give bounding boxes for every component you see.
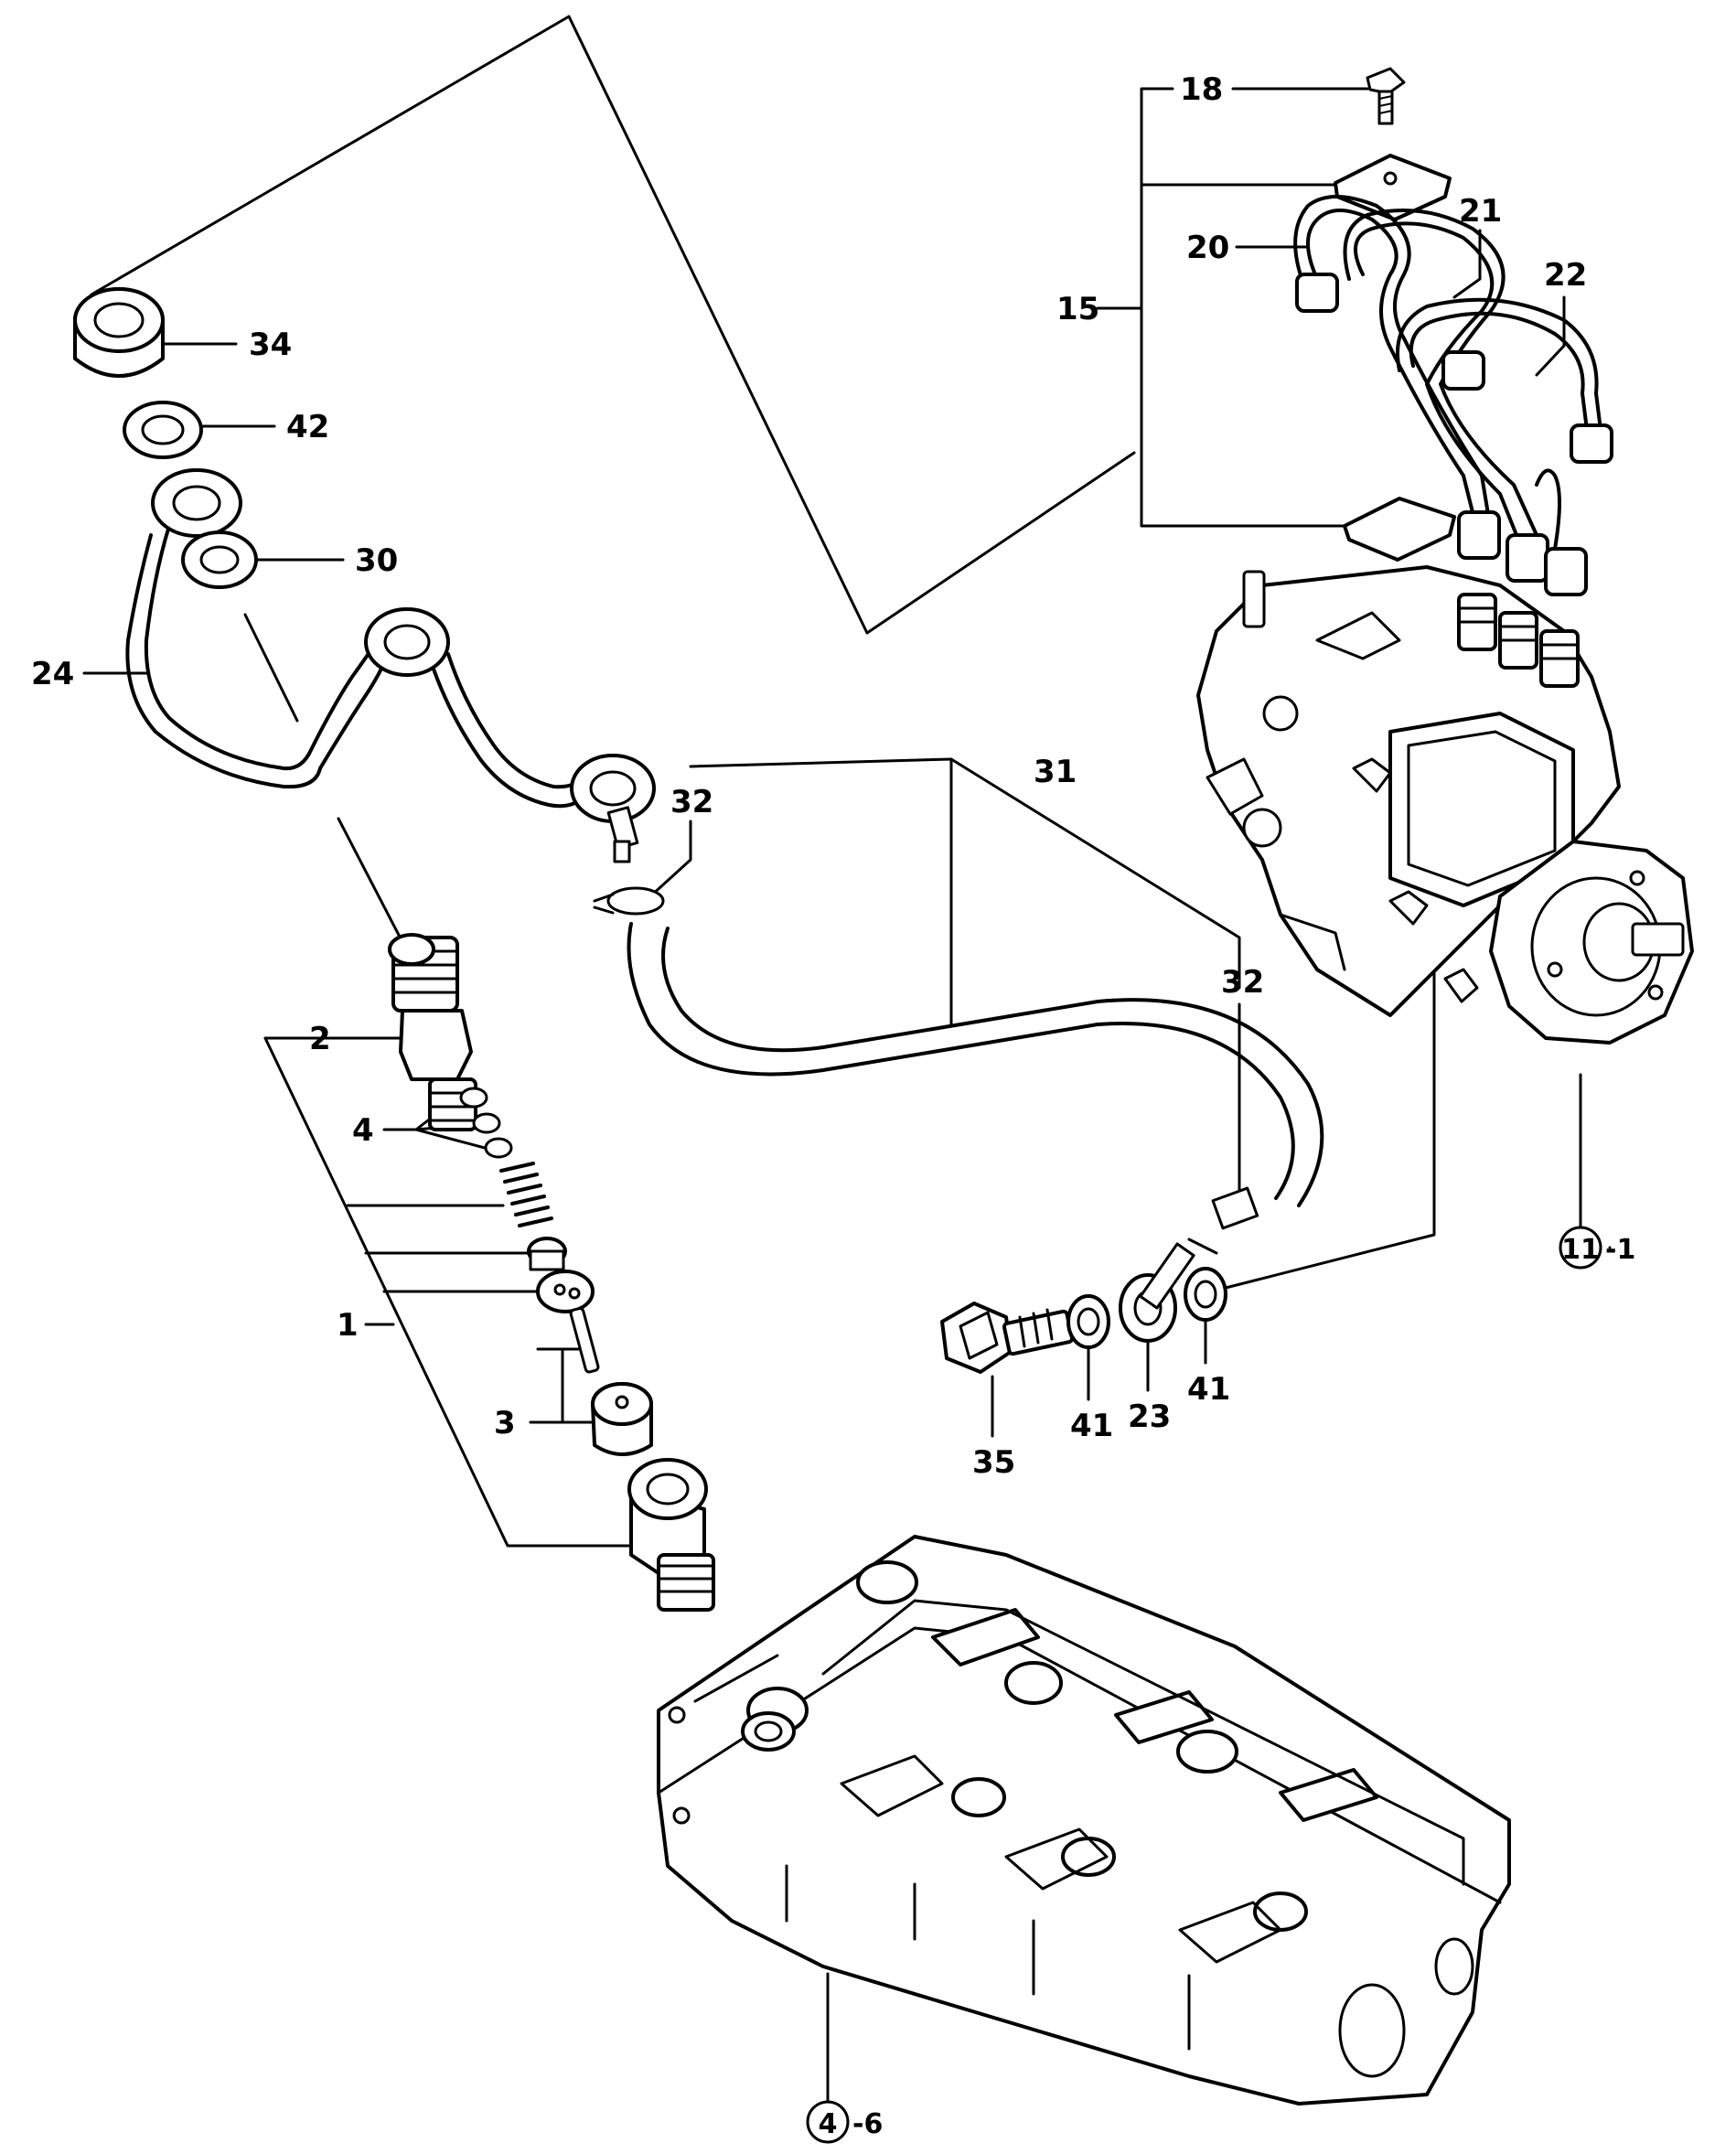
leader-3a	[536, 1347, 564, 1424]
spring-seat	[527, 1237, 567, 1271]
nut-34	[73, 287, 165, 378]
reference-pump-suffix: -1	[1605, 1234, 1635, 1266]
reference-pump-number: 11	[1561, 1234, 1600, 1266]
reference-pump-circle	[1559, 1226, 1602, 1270]
leader-32a	[638, 820, 692, 907]
label-20: 20	[1186, 230, 1229, 266]
leader-4c	[414, 1128, 487, 1150]
label-2: 2	[309, 1021, 331, 1057]
label-32a: 32	[670, 784, 713, 820]
leader-30b	[243, 613, 299, 723]
label-23: 23	[1128, 1398, 1171, 1435]
pipe-clamp	[1334, 154, 1456, 562]
label-35: 35	[972, 1444, 1015, 1481]
label-22: 22	[1544, 257, 1587, 294]
label-41a: 41	[1070, 1408, 1113, 1444]
reference-head: 4 -6	[806, 2100, 883, 2144]
label-15: 15	[1056, 291, 1099, 327]
washer-41b	[1184, 1267, 1227, 1322]
clamp-bolt-18	[1366, 67, 1406, 125]
label-32b: 32	[1221, 964, 1264, 1001]
shims-4	[459, 1087, 513, 1159]
reference-head-suffix: -6	[852, 2108, 883, 2140]
label-3: 3	[494, 1405, 516, 1441]
label-24: 24	[31, 656, 74, 692]
label-21: 21	[1459, 193, 1502, 230]
banjo-bolt-35	[940, 1302, 1075, 1374]
label-34: 34	[249, 327, 292, 363]
part-labels: 34 42 30 24 32 31 32 2 4 1 3 35 41 23 41…	[31, 71, 1587, 1481]
leader-24-down	[337, 817, 404, 944]
retaining-nut	[627, 1458, 715, 1612]
leader-34-frame	[90, 15, 1136, 635]
fuel-pipe-24	[125, 468, 656, 863]
leader-21	[1452, 229, 1482, 299]
reference-head-circle	[806, 2100, 850, 2144]
fuel-hose-31	[593, 886, 1324, 1230]
label-42: 42	[286, 409, 329, 445]
leader-22	[1535, 295, 1566, 377]
label-30: 30	[355, 542, 398, 579]
washer-30	[181, 530, 258, 589]
washer-42	[123, 401, 203, 459]
leader-31	[689, 757, 1241, 990]
cylinder-head	[657, 1535, 1511, 2106]
reference-head-number: 4	[819, 2108, 838, 2140]
nozzle-3	[569, 1307, 653, 1456]
label-18: 18	[1180, 71, 1223, 108]
injection-pipes-20-21-22	[1293, 195, 1613, 596]
label-1: 1	[337, 1307, 359, 1344]
label-41b: 41	[1187, 1371, 1230, 1408]
label-31: 31	[1034, 754, 1077, 790]
spring	[499, 1162, 553, 1227]
reference-pump: 11 -1	[1559, 1226, 1635, 1270]
injection-pump	[1196, 565, 1694, 1045]
banjo-23	[1119, 1238, 1218, 1343]
leader-1-frame	[263, 1036, 651, 1548]
distance-piece	[536, 1270, 595, 1313]
washer-41a	[1066, 1294, 1110, 1349]
label-4: 4	[352, 1112, 374, 1149]
